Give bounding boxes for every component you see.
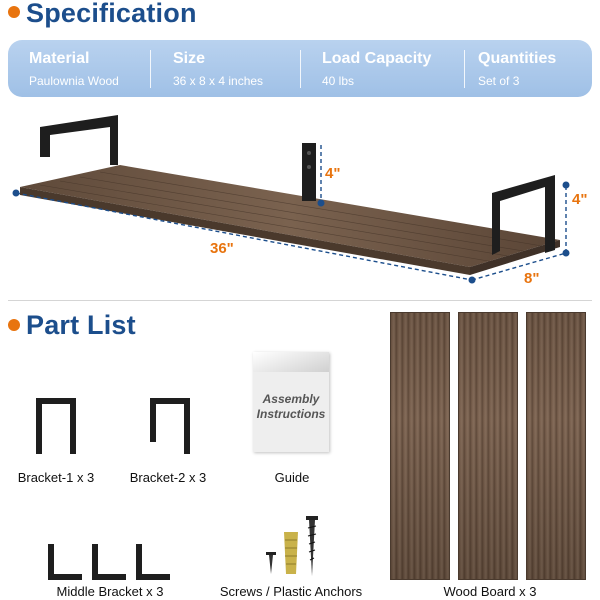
- anchor-icon: [284, 532, 298, 574]
- bullet-dot-icon: [8, 319, 20, 331]
- spec-divider: [150, 50, 151, 88]
- spec-size: Size 36 x 8 x 4 inches: [173, 50, 263, 88]
- spec-load-value: 40 lbs: [322, 74, 355, 88]
- spec-size-label: Size: [173, 50, 206, 67]
- spec-quantities: Quantities Set of 3: [478, 50, 556, 88]
- specification-title: Specification: [26, 0, 197, 28]
- length-dim-line: [15, 192, 473, 281]
- spec-quantities-label: Quantities: [478, 50, 557, 67]
- middle-bracket: [302, 143, 316, 201]
- part-label-screws: Screws / Plastic Anchors: [219, 584, 363, 599]
- spec-load-label: Load Capacity: [322, 50, 432, 67]
- shelf-board: [20, 165, 560, 267]
- spec-quantities-value: Set of 3: [478, 74, 520, 88]
- depth-dimension-label: 8": [524, 270, 540, 287]
- bracket-icon: [36, 398, 76, 454]
- middle-bracket-icon: [48, 544, 170, 580]
- left-bracket: [40, 115, 118, 165]
- right-bracket: [492, 175, 555, 255]
- length-dimension-label: 36": [210, 240, 234, 257]
- spec-bar: Material Paulownia Wood Size 36 x 8 x 4 …: [8, 40, 592, 97]
- part-list-title: Part List: [26, 310, 136, 340]
- screw-icon: [266, 516, 318, 576]
- part-label-bracket-2: Bracket-2 x 3: [129, 470, 207, 485]
- bullet-dot-icon: [8, 6, 20, 18]
- spec-divider: [300, 50, 301, 88]
- wood-board: [526, 312, 586, 580]
- wood-board: [390, 312, 450, 580]
- guide-text-line1: Assembly: [262, 392, 320, 406]
- guide-text-line2: Instructions: [256, 407, 326, 421]
- shelf-illustration: [12, 115, 570, 284]
- part-label-wood-board: Wood Board x 3: [443, 584, 537, 599]
- section-divider: [8, 300, 592, 301]
- assembly-guide: Assembly Instructions: [253, 352, 329, 452]
- part-label-guide: Guide: [274, 470, 310, 485]
- spec-material-value: Paulownia Wood: [29, 74, 119, 88]
- spec-divider: [464, 50, 465, 88]
- spec-material-label: Material: [29, 50, 90, 67]
- middle-height-dimension-label: 4": [325, 165, 341, 182]
- spec-material: Material Paulownia Wood: [29, 50, 119, 88]
- side-height-dimension-label: 4": [572, 191, 588, 208]
- guide-text: Assembly Instructions: [253, 392, 329, 422]
- depth-dim-line: [471, 252, 567, 281]
- spec-size-value: 36 x 8 x 4 inches: [173, 74, 264, 88]
- part-label-bracket-1: Bracket-1 x 3: [17, 470, 95, 485]
- bracket-icon: [150, 398, 190, 454]
- wood-board: [458, 312, 518, 580]
- spec-load: Load Capacity 40 lbs: [322, 50, 431, 88]
- part-label-middle-bracket: Middle Bracket x 3: [56, 584, 164, 599]
